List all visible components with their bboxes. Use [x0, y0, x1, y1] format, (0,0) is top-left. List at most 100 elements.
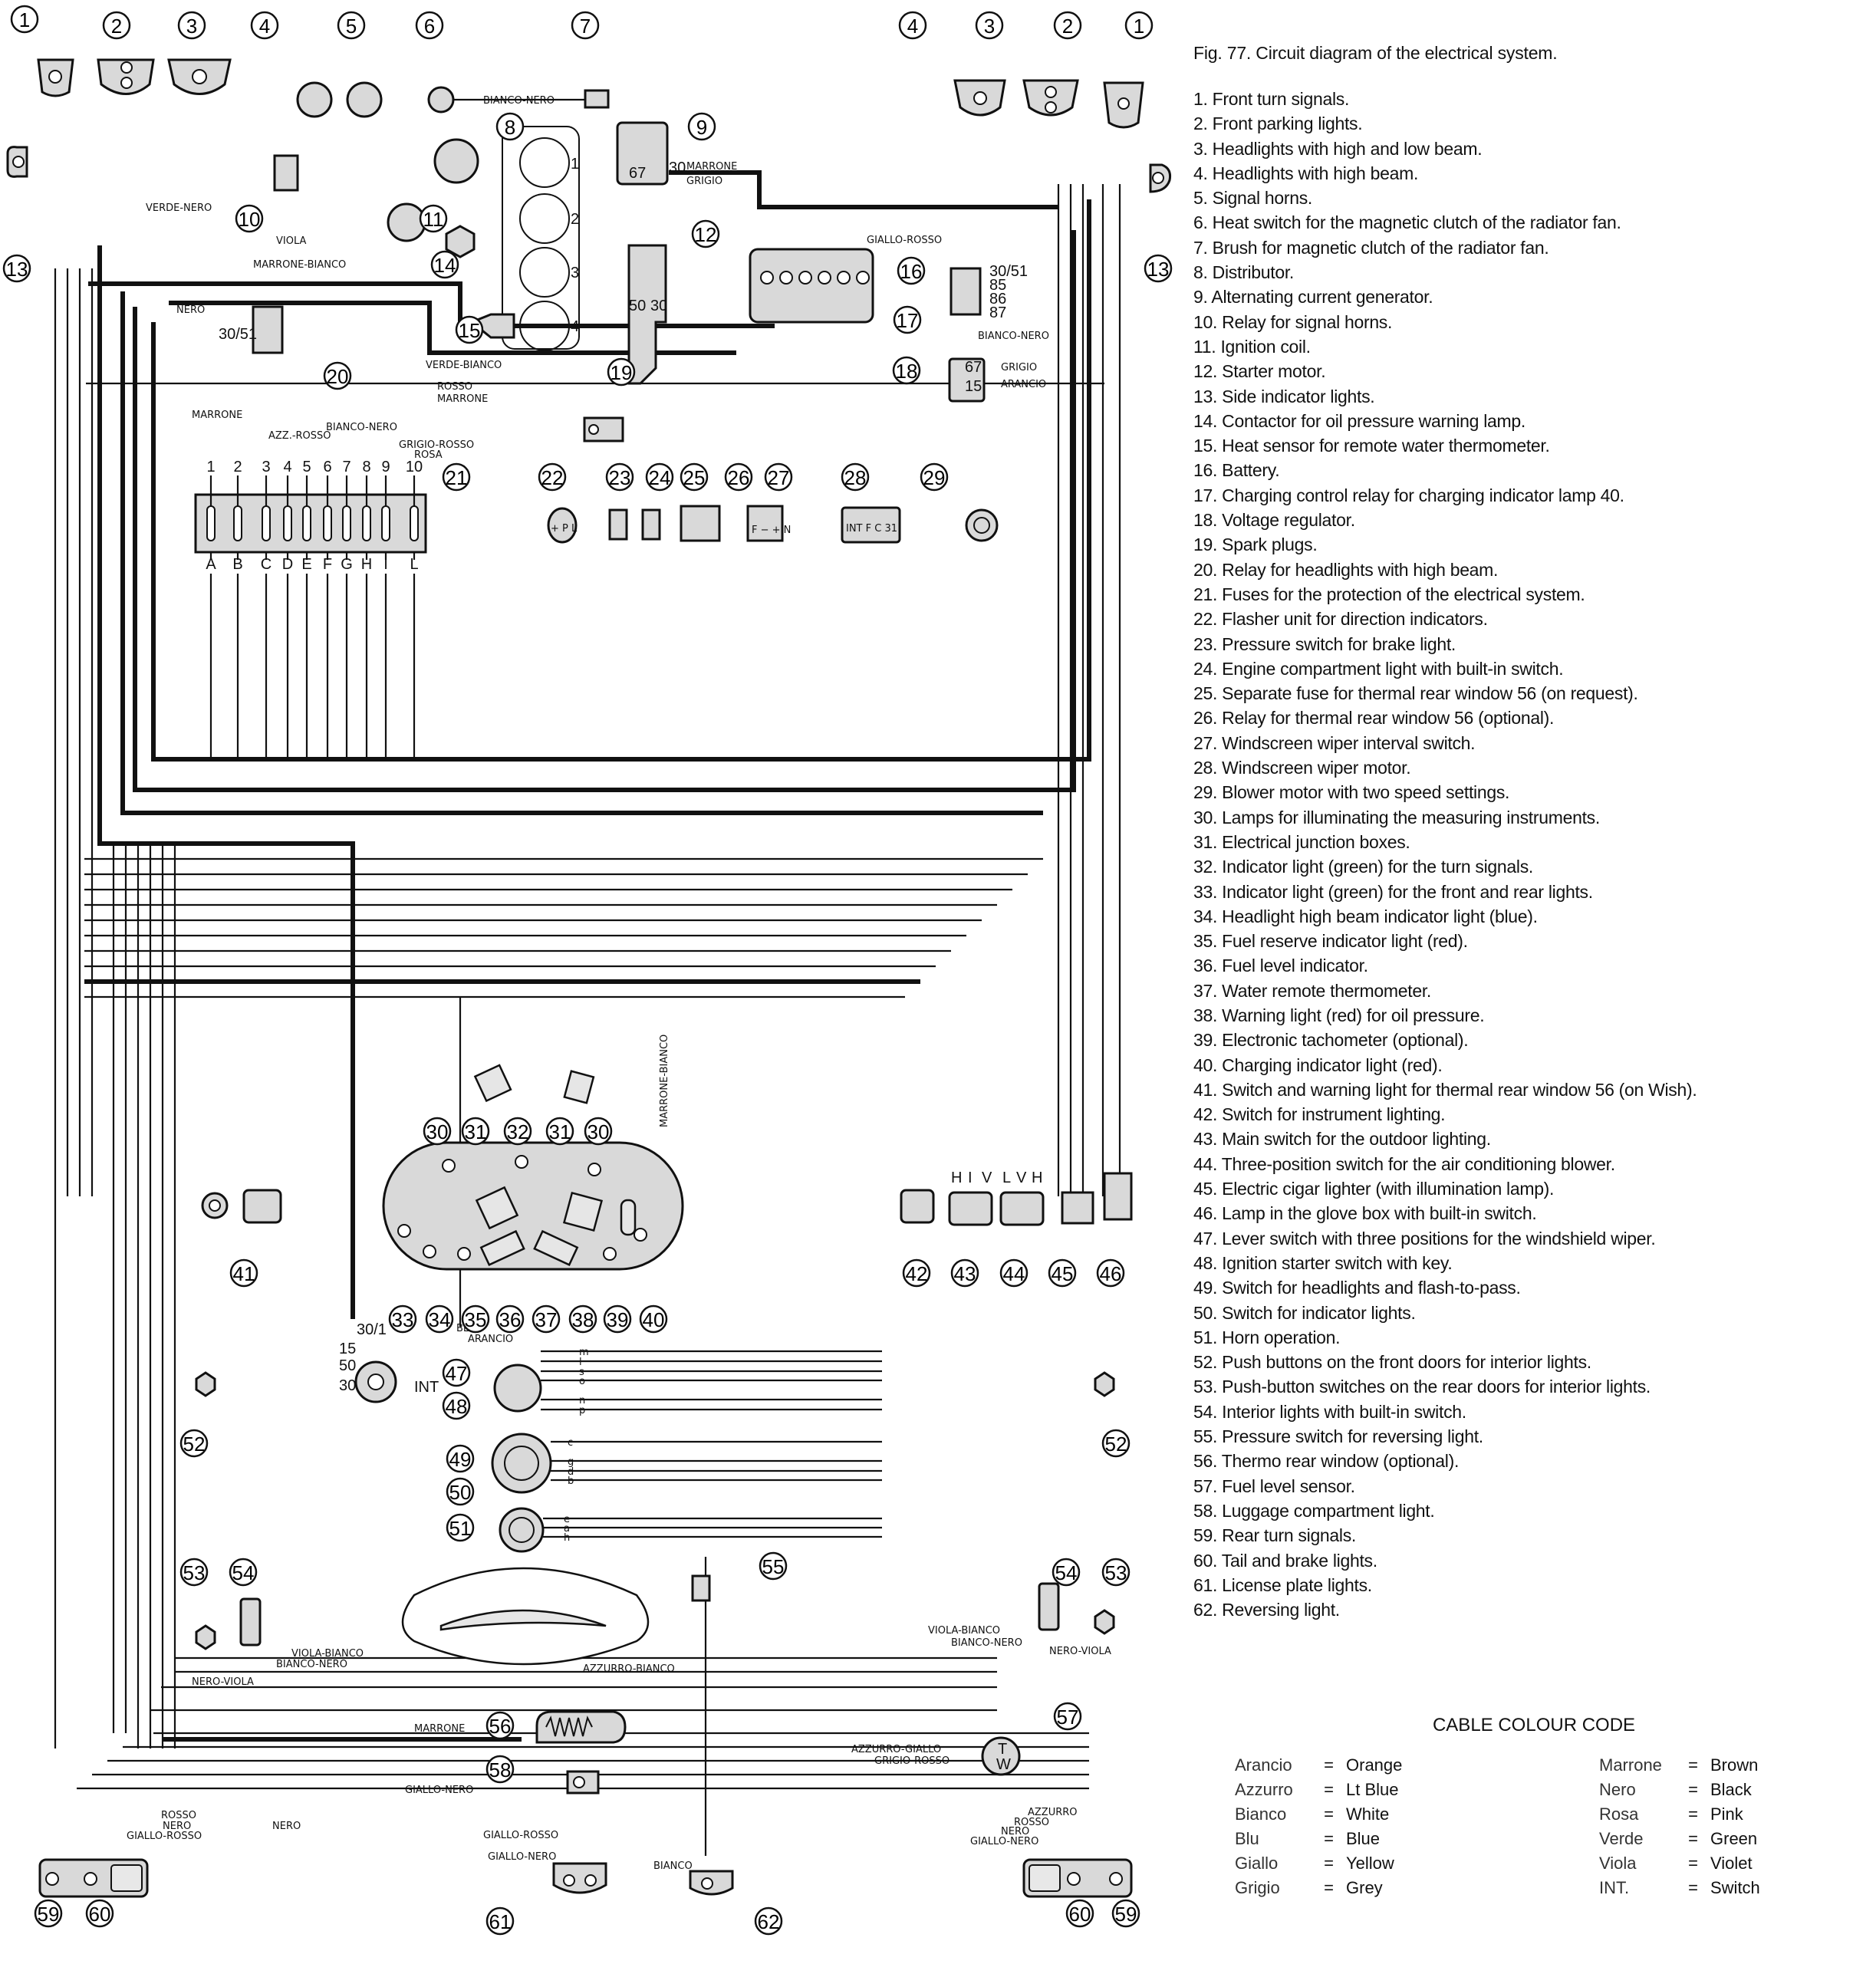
callout-62: 62: [754, 1906, 783, 1936]
legend-item: 29. Blower motor with two speed settings…: [1193, 782, 1510, 803]
callout-19: 19: [607, 357, 636, 387]
tail-brake-right-icon: [1067, 1872, 1081, 1886]
fuse: [342, 505, 351, 541]
engine-block: [502, 126, 580, 350]
wire-label: VIOLA-BIANCO: [291, 1648, 364, 1660]
heat-switch-icon: [427, 86, 455, 113]
equals-sign: =: [1324, 1854, 1334, 1873]
wiring-harness: [54, 184, 1121, 1856]
instrument-lighting-switch[interactable]: [900, 1189, 935, 1224]
callout-number: 3: [984, 15, 995, 38]
cylinder: [519, 247, 570, 298]
callout-circle: [34, 1899, 63, 1928]
legend-item: 15. Heat sensor for remote water thermom…: [1193, 436, 1550, 456]
wire-label: GIALLO-ROSSO: [127, 1831, 202, 1842]
english-colour: Grey: [1346, 1878, 1383, 1897]
callout-circle: [388, 1304, 417, 1334]
fuses: [206, 475, 419, 759]
wire-label: MARRONE-BIANCO: [253, 259, 346, 271]
bulb-icon: [1117, 97, 1130, 110]
switch-pin-letter: p: [579, 1405, 585, 1416]
callout-number: 41: [233, 1262, 255, 1285]
callout-number: 35: [465, 1308, 487, 1331]
legend-item: 21. Fuses for the protection of the elec…: [1193, 584, 1585, 604]
figure-title: Fig. 77. Circuit diagram of the electric…: [1193, 43, 1558, 63]
wire-label: NERO: [163, 1821, 191, 1832]
front-door-button-right: [1094, 1371, 1115, 1397]
cigar-lighter[interactable]: [1061, 1191, 1094, 1225]
key-slot-icon: [367, 1373, 384, 1390]
wire-label: VIOLA-BIANCO: [928, 1625, 1000, 1637]
water-heat-sensor: [469, 313, 515, 339]
outdoor-lighting-main-switch[interactable]: [948, 1191, 993, 1226]
callout-2: 2: [102, 11, 131, 40]
callout-circle: [10, 5, 39, 34]
rear-door-button-left: [195, 1624, 216, 1650]
indicator-switch[interactable]: [499, 1507, 545, 1553]
callout-23: 23: [605, 462, 634, 492]
legend-item: 43. Main switch for the outdoor lighting…: [1193, 1129, 1491, 1150]
callout-circle: [229, 1558, 258, 1587]
callout-35: 35: [461, 1304, 490, 1334]
wire-label: GRIGIO: [686, 176, 722, 187]
legend-item: 53. Push-button switches on the rear doo…: [1193, 1377, 1651, 1397]
callout-number: 9: [696, 116, 707, 139]
relay-pin: 30/51: [219, 326, 257, 343]
legend-item: 47. Lever switch with three positions fo…: [1193, 1228, 1656, 1248]
wire-label: BIANCO-NERO: [326, 422, 397, 433]
english-colour: Switch: [1710, 1878, 1760, 1897]
colour-code-row: Grigio=Grey: [1235, 1876, 1453, 1900]
callout-circle: [485, 1755, 515, 1784]
callout-number: 18: [896, 360, 918, 383]
legend-item: 49. Switch for headlights and flash-to-p…: [1193, 1278, 1521, 1298]
headlight-flash-switch[interactable]: [491, 1433, 552, 1494]
callout-number: 23: [609, 466, 631, 489]
wire-label: AZZ.-ROSSO: [268, 430, 331, 442]
callout-22: 22: [538, 462, 567, 492]
callout-36: 36: [495, 1304, 525, 1334]
fuse-letter: F: [323, 556, 332, 573]
distributor-icon: [433, 138, 479, 184]
bulb-icon: [209, 1199, 221, 1212]
callout-number: 51: [449, 1517, 472, 1540]
fuse-letter: C: [261, 556, 272, 573]
spark-plug-number: 1: [571, 156, 579, 173]
callout-number: 42: [906, 1262, 928, 1285]
callout-circle: [532, 1304, 561, 1334]
tachometer: [620, 1199, 637, 1236]
horn-button[interactable]: [439, 1609, 607, 1631]
blower-switch[interactable]: [999, 1191, 1045, 1226]
callout-60: 60: [85, 1899, 114, 1928]
fuse-letter: E: [301, 556, 311, 573]
fuse-letter: B: [232, 556, 242, 573]
wiper-lever-switch[interactable]: [493, 1364, 542, 1413]
callout-54: 54: [1052, 1558, 1081, 1587]
callout-30: 30: [584, 1117, 613, 1146]
legend-item: 42. Switch for instrument lighting.: [1193, 1104, 1446, 1125]
callout-50: 50: [446, 1477, 475, 1506]
callout-52: 52: [1101, 1429, 1131, 1458]
italian-colour: Verde: [1599, 1829, 1644, 1848]
charging-control-relay: [950, 267, 982, 316]
fuse-letter: G: [341, 556, 353, 573]
callout-circle: [607, 357, 636, 387]
callout-3: 3: [177, 11, 206, 40]
callout-number: 52: [183, 1433, 206, 1456]
legend-item: 10. Relay for signal horns.: [1193, 311, 1393, 332]
callout-number: 40: [643, 1308, 665, 1331]
callout-46: 46: [1096, 1258, 1125, 1288]
legend-item: 6. Heat switch for the magnetic clutch o…: [1193, 212, 1621, 233]
callout-number: 4: [259, 15, 270, 38]
generator-icon: [616, 121, 669, 186]
colour-code-row: Arancio=Orange: [1235, 1753, 1453, 1778]
legend-item: 54. Interior lights with built-in switch…: [1193, 1401, 1466, 1422]
fuel-level-indicator: [479, 1229, 525, 1267]
bulb-icon: [12, 156, 25, 168]
legend-item: 55. Pressure switch for reversing light.: [1193, 1426, 1483, 1447]
callout-number: 45: [1052, 1262, 1074, 1285]
callout-number: 19: [611, 361, 633, 384]
callout-9: 9: [687, 112, 716, 141]
wire-label: GIALLO-NERO: [488, 1851, 556, 1863]
horn-icon: [346, 81, 383, 118]
instrument-cluster: MARRONE-BIANCO: [382, 1035, 684, 1271]
